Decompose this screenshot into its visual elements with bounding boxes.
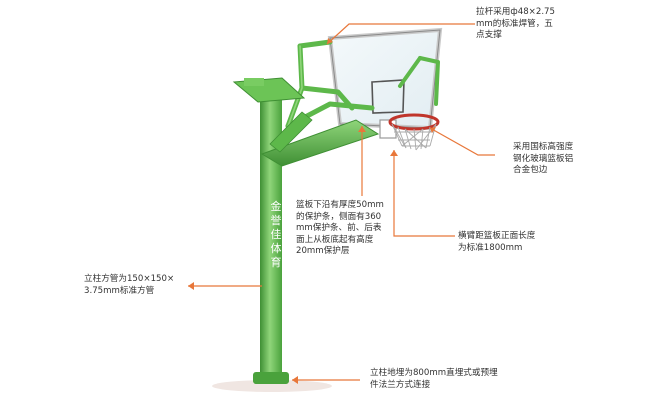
annotation-backboard-edge: 篮板下沿有厚度50mm 的保护条，侧面有360 mm保护条、前、后表 面上从板底… — [296, 200, 384, 256]
brand-text: 金誉佳体育 — [270, 200, 282, 269]
callout-arm-distance — [393, 150, 455, 237]
callout-brace-pipe — [326, 23, 475, 45]
annotation-brace-pipe: 拉杆采用ф48×2.75 mm的标准焊管，五 点支撑 — [476, 7, 555, 40]
callout-lines — [188, 23, 495, 381]
annotation-ground-embed: 立柱地埋为800mm直埋式或预埋 件法兰方式连接 — [370, 368, 498, 390]
rim-bracket — [379, 119, 397, 139]
horizontal-arm — [260, 119, 380, 167]
post-base-plate — [253, 372, 289, 384]
callout-backboard-glass — [429, 127, 495, 156]
backboard-support-frame — [285, 39, 440, 129]
callout-arrowheads — [188, 38, 436, 384]
annotation-arm-distance: 横臂距篮板正面长度 为标准1800mm — [458, 231, 536, 253]
net — [391, 123, 437, 151]
annotation-column-tube: 立柱方管为150×150× 3.75mm标准方管 — [84, 274, 175, 296]
ground-shadow — [212, 380, 332, 392]
backboard — [327, 27, 443, 131]
diagonal-brace — [269, 111, 313, 153]
annotation-backboard-glass: 采用国标高强度 钢化玻璃篮板铝 合金包边 — [513, 142, 574, 175]
backboard-target-square — [371, 79, 405, 114]
